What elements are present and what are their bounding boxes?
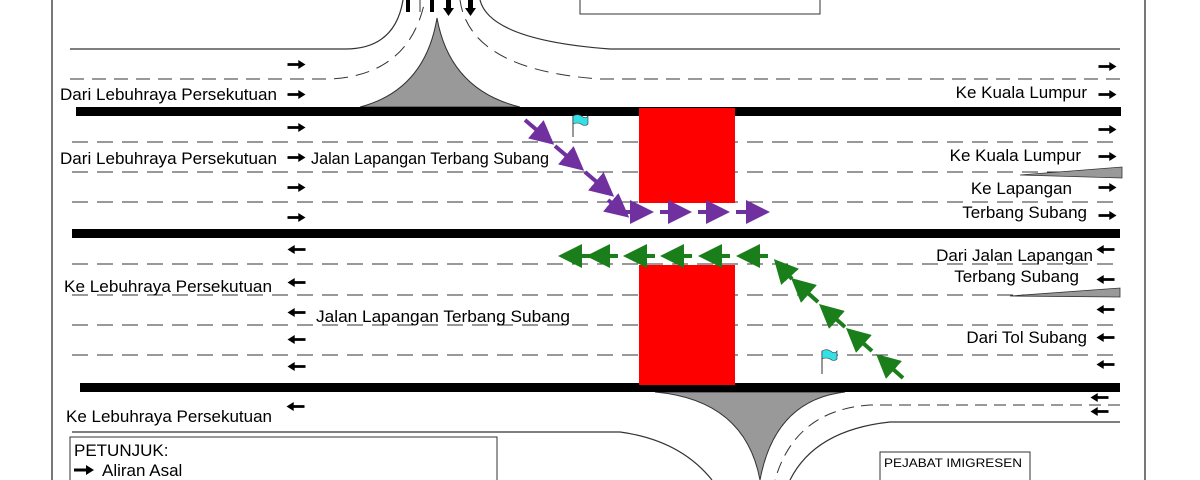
diversion-route-westbound	[558, 244, 905, 380]
label-to-kuala-lumpur: Ke Kuala Lumpur	[956, 83, 1088, 102]
left-arrow-icon	[1096, 305, 1115, 314]
left-arrow-icon	[287, 308, 306, 317]
right-arrow-icon	[287, 213, 306, 222]
label-from-airport-road: Terbang Subang	[954, 267, 1079, 286]
label-from-federal-highway: Dari Lebuhraya Persekutuan	[60, 85, 277, 104]
right-arrow-icon	[1098, 211, 1117, 220]
down-arrow-icon	[443, 0, 454, 16]
top-island	[359, 17, 521, 108]
top-road-edge-left	[70, 0, 404, 50]
left-arrow-icon	[287, 278, 306, 287]
top-lane-bar	[430, 0, 434, 12]
left-arrow-icon	[1096, 360, 1115, 369]
median-bar	[72, 229, 1120, 238]
top-lane-bar	[406, 0, 410, 12]
legend-item-original-flow: Aliran Asal	[102, 461, 182, 480]
diversion-route-eastbound	[523, 118, 770, 224]
label-from-subang-toll: Dari Tol Subang	[966, 328, 1087, 347]
immigration-office-label: PEJABAT IMIGRESEN	[884, 456, 1022, 470]
down-arrow-icon	[465, 0, 476, 16]
closure-zone-eastbound	[639, 108, 735, 203]
left-arrow-icon	[1090, 407, 1109, 416]
label-to-kuala-lumpur: Ke Kuala Lumpur	[950, 146, 1082, 165]
top-ramp-dash-right	[459, 0, 1120, 80]
left-arrow-icon	[1096, 275, 1115, 284]
label-road-name: Jalan Lapangan Terbang Subang	[311, 149, 549, 168]
right-arrow-icon	[287, 90, 306, 99]
left-arrow-icon	[287, 335, 306, 344]
top-road-edge-right	[479, 0, 1120, 50]
right-arrow-icon	[287, 123, 306, 132]
label-to-airport: Terbang Subang	[962, 203, 1087, 222]
top-ramp-dash-left	[70, 0, 426, 80]
bottom-road-edge-right	[789, 421, 1120, 480]
flag-icon	[821, 349, 838, 374]
label-to-airport: Ke Lapangan	[971, 179, 1072, 198]
label-road-name: Jalan Lapangan Terbang Subang	[316, 307, 570, 326]
top-building	[579, 0, 821, 15]
legend-box	[69, 436, 498, 480]
left-arrow-icon	[1090, 393, 1109, 402]
left-arrow-icon	[1096, 333, 1115, 342]
right-arrow-icon	[287, 183, 306, 192]
right-arrow-icon	[1098, 62, 1117, 71]
right-arrow-icon	[1098, 125, 1117, 134]
flag-icon	[572, 114, 589, 137]
left-arrow-icon	[287, 362, 306, 371]
bottom-ramp-dash	[774, 404, 1120, 480]
bottom-island	[654, 391, 846, 480]
right-arrow-icon	[1098, 152, 1117, 161]
bottom-road-edge-left	[72, 431, 713, 480]
left-arrow-icon	[1096, 245, 1115, 254]
legend-title: PETUNJUK:	[74, 441, 168, 460]
label-to-federal-highway: Ke Lebuhraya Persekutuan	[64, 277, 272, 296]
merge-taper	[1019, 166, 1123, 179]
right-arrow-icon	[1098, 183, 1117, 192]
right-arrow-icon	[1098, 90, 1117, 99]
label-to-federal-highway: Ke Lebuhraya Persekutuan	[66, 407, 272, 426]
label-from-federal-highway: Dari Lebuhraya Persekutuan	[60, 149, 277, 168]
merge-taper	[1009, 287, 1121, 298]
closure-zone-westbound	[639, 265, 735, 385]
left-arrow-icon	[286, 402, 305, 411]
right-arrow-icon	[287, 60, 306, 69]
immigration-office-box	[879, 451, 1031, 480]
label-from-airport-road: Dari Jalan Lapangan	[936, 246, 1093, 265]
left-arrow-icon	[287, 245, 306, 254]
median-bar	[76, 107, 1121, 116]
median-bar	[80, 383, 1120, 392]
right-arrow-icon	[287, 153, 306, 162]
